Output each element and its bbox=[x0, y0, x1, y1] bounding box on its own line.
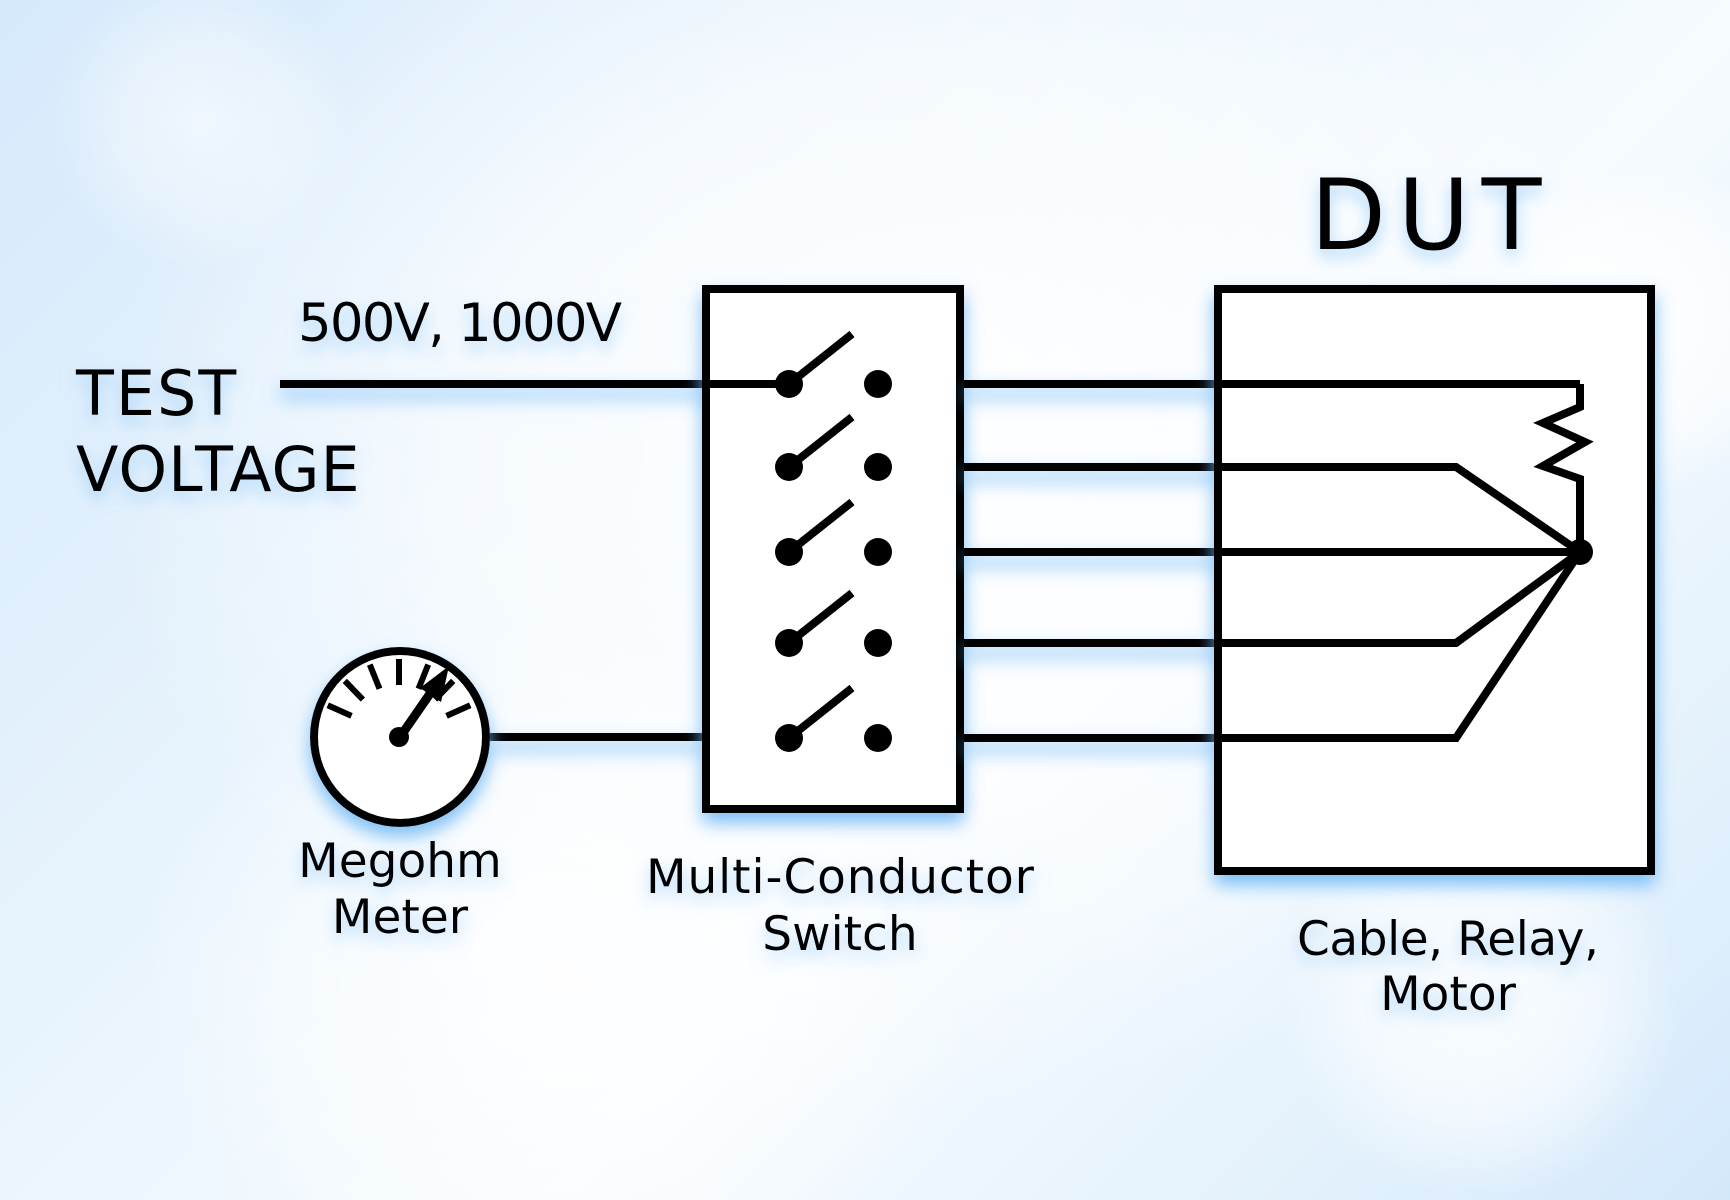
dut-conductor bbox=[1214, 463, 1583, 556]
switch-label-line2: Switch bbox=[762, 907, 917, 962]
gauge-tick bbox=[342, 678, 366, 702]
multi-conductor-switch bbox=[702, 285, 964, 813]
dut-label: Cable, Relay, Motor bbox=[1297, 912, 1599, 1022]
switch-pivot-contact bbox=[775, 370, 803, 398]
dut-title: DUT bbox=[1310, 159, 1553, 273]
switch-output-contact bbox=[864, 629, 892, 657]
resistor-icon bbox=[1533, 384, 1594, 552]
switch-box bbox=[702, 285, 964, 813]
switch-output-contact bbox=[864, 724, 892, 752]
gauge-tick bbox=[326, 702, 353, 719]
dut-box bbox=[1214, 285, 1655, 875]
dut-conductor bbox=[1214, 548, 1583, 647]
dut-conductor bbox=[1214, 549, 1584, 742]
test-voltage-label-line2: VOLTAGE bbox=[76, 433, 361, 506]
meter-label-line1: Megohm bbox=[298, 834, 502, 889]
dut-box-group bbox=[1214, 285, 1655, 875]
switch-output-contact bbox=[864, 453, 892, 481]
gauge-needle-arrow bbox=[420, 666, 449, 702]
switch-pivot-contact bbox=[775, 724, 803, 752]
dut-label-line2: Motor bbox=[1380, 967, 1516, 1022]
switch-pivot-contact bbox=[775, 453, 803, 481]
switch-pivot-contact bbox=[775, 629, 803, 657]
test-voltage-label-line1: TEST bbox=[75, 357, 238, 430]
gauge-tick bbox=[366, 663, 383, 690]
switch-label: Multi-Conductor Switch bbox=[646, 850, 1035, 962]
gauge-tick bbox=[445, 702, 472, 719]
megohm-meter-label: Megohm Meter bbox=[298, 834, 502, 945]
switch-output-contact bbox=[864, 538, 892, 566]
switch-pivot-contact bbox=[775, 538, 803, 566]
switch-output-contact bbox=[864, 370, 892, 398]
meter-label-line2: Meter bbox=[332, 890, 469, 945]
voltage-options-label: 500V, 1000V bbox=[298, 293, 622, 354]
test-voltage-label: TEST VOLTAGE bbox=[75, 357, 361, 506]
gauge-tick bbox=[415, 663, 432, 690]
switch-label-line1: Multi-Conductor bbox=[646, 850, 1035, 905]
output-wires bbox=[964, 380, 1222, 742]
dut-internal-wiring bbox=[1214, 380, 1584, 742]
switch-contacts bbox=[775, 330, 892, 752]
dut-label-line1: Cable, Relay, bbox=[1297, 912, 1599, 967]
gauge-pivot bbox=[389, 727, 409, 747]
junction-node bbox=[1567, 539, 1593, 565]
